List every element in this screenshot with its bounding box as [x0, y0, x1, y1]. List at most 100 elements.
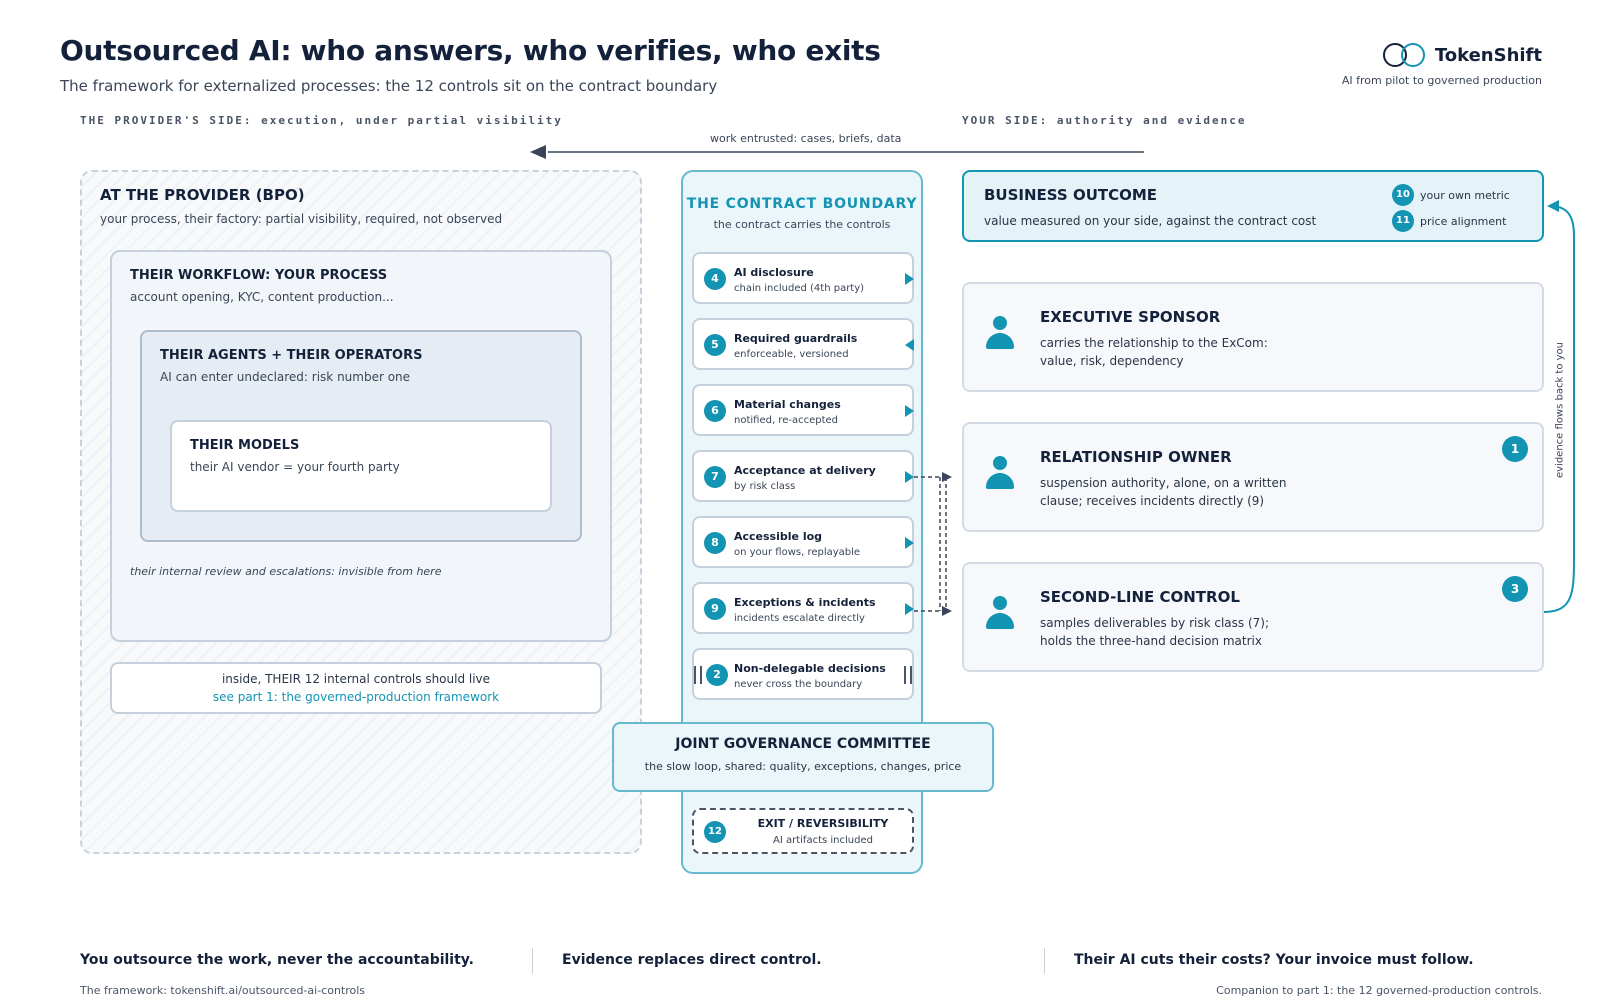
agents-title: THEIR AGENTS + THEIR OPERATORS	[160, 348, 423, 363]
provider-title: AT THE PROVIDER (BPO)	[100, 186, 305, 204]
role-description: samples deliverables by risk class (7); …	[1040, 614, 1269, 650]
triangle-right-icon	[905, 603, 914, 615]
brand-logo-icon	[1382, 42, 1427, 68]
jgc-title: JOINT GOVERNANCE COMMITTEE	[675, 736, 931, 752]
footer-message-1: You outsource the work, never the accoun…	[80, 952, 474, 968]
control-card: 4 AI disclosure chain included (4th part…	[692, 252, 914, 304]
framework-link[interactable]: The framework: tokenshift.ai/outsourced-…	[80, 984, 366, 997]
triangle-left-icon	[905, 339, 914, 351]
control-number-badge: 5	[704, 334, 726, 356]
person-icon	[986, 316, 1014, 352]
metric-item: 11 price alignment	[1392, 210, 1506, 232]
control-subtitle: chain included (4th party)	[734, 283, 865, 294]
role-line: value, risk, dependency	[1040, 354, 1184, 368]
role-line: samples deliverables by risk class (7);	[1040, 616, 1269, 630]
control-title: Required guardrails	[734, 332, 858, 345]
brand: TokenShift	[1382, 42, 1542, 68]
triangle-right-icon	[905, 537, 914, 549]
role-line: carries the relationship to the ExCom:	[1040, 336, 1268, 350]
triangle-right-icon	[905, 471, 914, 483]
brand-tagline: AI from pilot to governed production	[1341, 74, 1542, 87]
models-title: THEIR MODELS	[190, 438, 300, 453]
control-card: 9 Exceptions & incidents incidents escal…	[692, 582, 914, 634]
control-subtitle: incidents escalate directly	[734, 613, 865, 624]
workflow-subtitle: account opening, KYC, content production…	[130, 290, 394, 304]
invisible-note: their internal review and escalations: i…	[130, 565, 442, 578]
control-title: Accessible log	[734, 530, 823, 543]
role-title: RELATIONSHIP OWNER	[1040, 448, 1232, 466]
boundary-title: THE CONTRACT BOUNDARY	[686, 196, 918, 212]
exit-title: EXIT / REVERSIBILITY	[757, 817, 889, 830]
role-line: clause; receives incidents directly (9)	[1040, 494, 1265, 508]
evidence-label-text: evidence flows back to you	[1554, 341, 1566, 479]
agents-subtitle: AI can enter undeclared: risk number one	[160, 370, 411, 384]
control-number-badge: 8	[704, 532, 726, 554]
role-title: EXECUTIVE SPONSOR	[1040, 308, 1221, 326]
role-line: holds the three-hand decision matrix	[1040, 634, 1262, 648]
companion-note: Companion to part 1: the 12 governed-pro…	[1216, 984, 1542, 997]
role-card-second-line-control: SECOND-LINE CONTROL samples deliverables…	[962, 562, 1544, 672]
pause-bars-icon	[694, 666, 702, 684]
control-number-badge: 7	[704, 466, 726, 488]
metric-label: your own metric	[1420, 188, 1510, 202]
control-number-badge: 2	[706, 664, 728, 686]
control-subtitle: notified, re-accepted	[734, 415, 839, 426]
part1-link[interactable]: see part 1: the governed-production fram…	[212, 690, 500, 704]
provider-side-label: THE PROVIDER'S SIDE: execution, under pa…	[80, 114, 563, 127]
provider-subtitle: your process, their factory: partial vis…	[100, 212, 503, 226]
control-card: 2 Non-delegable decisions never cross th…	[692, 648, 914, 700]
role-card-executive-sponsor: EXECUTIVE SPONSOR carries the relationsh…	[962, 282, 1544, 392]
metric-number-badge: 10	[1392, 184, 1414, 206]
control-title: Acceptance at delivery	[734, 464, 876, 477]
control-card: 8 Accessible log on your flows, replayab…	[692, 516, 914, 568]
footer-divider	[1044, 948, 1045, 974]
boundary-subtitle: the contract carries the controls	[713, 218, 891, 231]
control-number-badge: 6	[704, 400, 726, 422]
outcome-subtitle: value measured on your side, against the…	[984, 214, 1317, 228]
control-title: Exceptions & incidents	[734, 596, 876, 609]
internal-controls-box: inside, THEIR 12 internal controls shoul…	[110, 662, 602, 714]
control-number-badge: 9	[704, 598, 726, 620]
page-subtitle: The framework for externalized processes…	[60, 77, 718, 95]
control-subtitle: never cross the boundary	[734, 679, 863, 690]
control-subtitle: enforceable, versioned	[734, 349, 849, 360]
footer-message-3: Their AI cuts their costs? Your invoice …	[1074, 952, 1474, 968]
metric-item: 10 your own metric	[1392, 184, 1510, 206]
role-card-relationship-owner: RELATIONSHIP OWNER suspension authority,…	[962, 422, 1544, 532]
pause-bars-icon	[904, 666, 912, 684]
role-description: suspension authority, alone, on a writte…	[1040, 474, 1286, 510]
page-title: Outsourced AI: who answers, who verifies…	[60, 34, 881, 67]
exit-subtitle: AI artifacts included	[773, 835, 873, 846]
control-number-badge: 12	[704, 821, 726, 843]
person-icon	[986, 456, 1014, 492]
control-number-badge: 4	[704, 268, 726, 290]
role-number-badge: 1	[1502, 436, 1528, 462]
joint-governance-committee: JOINT GOVERNANCE COMMITTEE the slow loop…	[612, 722, 994, 792]
models-box	[170, 420, 552, 512]
models-subtitle: their AI vendor = your fourth party	[190, 460, 400, 474]
triangle-right-icon	[905, 273, 914, 285]
role-title: SECOND-LINE CONTROL	[1040, 588, 1240, 606]
jgc-subtitle: the slow loop, shared: quality, exceptio…	[644, 760, 962, 773]
internal-controls-text: inside, THEIR 12 internal controls shoul…	[221, 672, 491, 686]
control-card: 6 Material changes notified, re-accepted	[692, 384, 914, 436]
control-subtitle: on your flows, replayable	[734, 547, 861, 558]
metric-number-badge: 11	[1392, 210, 1414, 232]
control-title: Non-delegable decisions	[734, 662, 886, 675]
control-title: Material changes	[734, 398, 841, 411]
triangle-right-icon	[905, 405, 914, 417]
control-card: 7 Acceptance at delivery by risk class	[692, 450, 914, 502]
metric-label: price alignment	[1420, 214, 1507, 228]
brand-name: TokenShift	[1434, 44, 1542, 66]
flow-label: work entrusted: cases, briefs, data	[710, 132, 902, 145]
your-side-label: YOUR SIDE: authority and evidence	[962, 114, 1247, 127]
control-card: 5 Required guardrails enforceable, versi…	[692, 318, 914, 370]
person-icon	[986, 596, 1014, 632]
business-outcome-box: BUSINESS OUTCOME value measured on your …	[962, 170, 1544, 242]
work-entrusted-arrow-icon	[530, 145, 1144, 159]
footer-message-2: Evidence replaces direct control.	[562, 952, 822, 968]
exit-reversibility-card: 12 EXIT / REVERSIBILITY AI artifacts inc…	[692, 808, 914, 854]
outcome-title: BUSINESS OUTCOME	[984, 186, 1158, 204]
footer-divider	[532, 948, 533, 974]
role-line: suspension authority, alone, on a writte…	[1040, 476, 1287, 490]
